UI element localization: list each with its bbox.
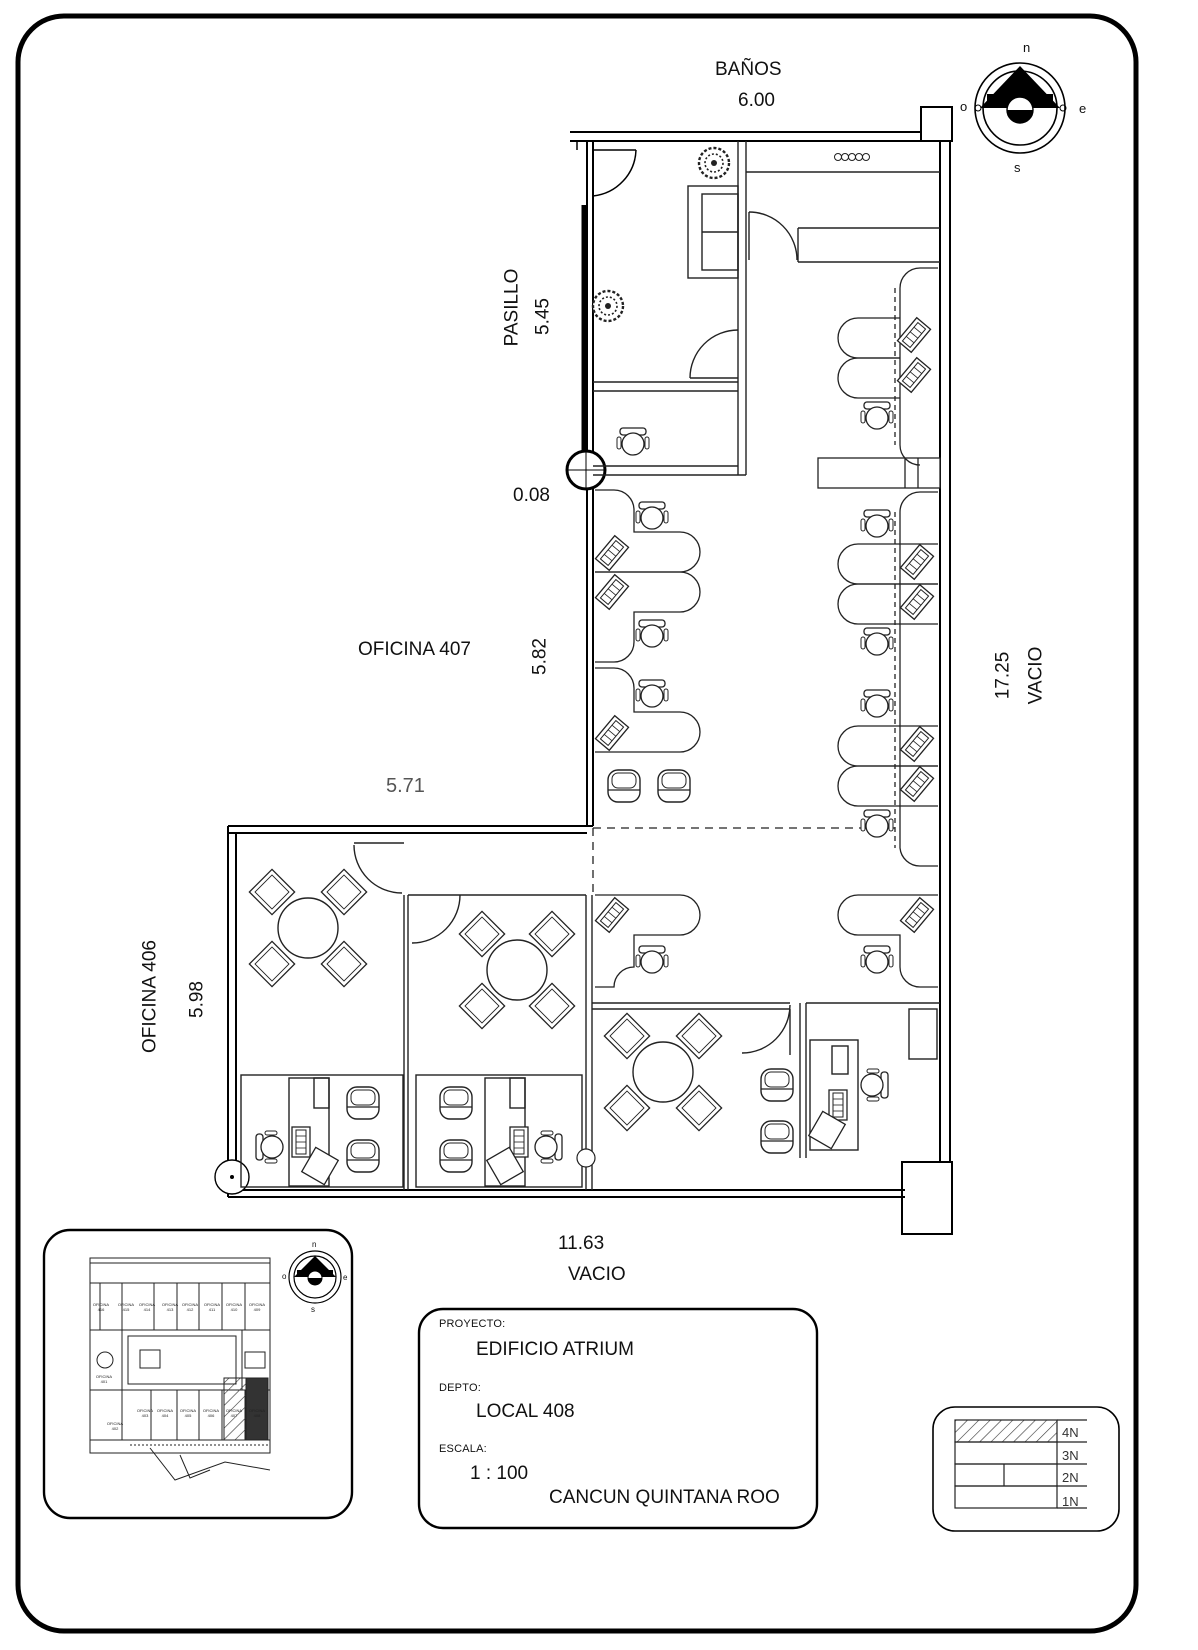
compass-icon	[974, 62, 1067, 154]
level-4n-label: 4N	[1062, 1425, 1079, 1440]
key-compass-o-label: o	[282, 1272, 287, 1281]
key-plan	[89, 1257, 271, 1481]
oficina-406-dimension: 5.98	[186, 981, 208, 1018]
proyecto-value: EDIFICIO ATRIUM	[476, 1339, 634, 1360]
office-chair-icon	[616, 427, 650, 456]
pasillo-label: PASILLO	[501, 268, 523, 347]
compass-e-label: e	[1079, 101, 1087, 116]
title-block	[417, 1307, 819, 1530]
location-value: CANCUN QUINTANA ROO	[549, 1487, 780, 1508]
column-dimension: 0.08	[513, 485, 550, 506]
oficina-407-label: OFICINA 407	[358, 639, 471, 660]
compass-n-label: n	[1023, 40, 1031, 55]
escala-value: 1 : 100	[470, 1463, 529, 1484]
depto-caption: DEPTO:	[439, 1382, 481, 1394]
south-dimension: 11.63	[558, 1233, 605, 1254]
key-plan-frame	[42, 1228, 354, 1520]
key-compass-s-label: s	[311, 1305, 315, 1314]
compass-s-label: s	[1014, 160, 1021, 175]
entry-door	[592, 149, 637, 197]
width-dimension: 5.71	[386, 775, 425, 797]
sheet-border	[15, 13, 1139, 1634]
escala-caption: ESCALA:	[439, 1443, 487, 1455]
private-offices	[240, 842, 940, 1190]
east-label: VACIO	[1025, 646, 1047, 705]
oficina-406-label: OFICINA 406	[139, 940, 161, 1053]
key-compass-n-label: n	[312, 1240, 317, 1249]
plant-icon	[591, 289, 625, 323]
plant-icon	[697, 146, 731, 180]
workstations	[592, 267, 941, 988]
pasillo-dimension: 5.45	[532, 298, 554, 335]
proyecto-caption: PROYECTO:	[439, 1318, 506, 1330]
level-indicator	[932, 1406, 1120, 1532]
reception-zone	[593, 141, 940, 476]
workstation-equipment	[594, 317, 935, 974]
banos-dimension: 6.00	[738, 90, 775, 111]
depto-value: LOCAL 408	[476, 1401, 575, 1422]
level-3n-label: 3N	[1062, 1448, 1079, 1463]
meeting-tables	[248, 868, 723, 1132]
oficina-407-dimension: 5.82	[529, 638, 551, 675]
key-compass-e-label: e	[343, 1273, 348, 1282]
compass-o-label: o	[960, 99, 968, 114]
office-furniture	[255, 1068, 889, 1186]
south-label: VACIO	[568, 1264, 626, 1285]
outer-walls	[227, 106, 953, 1235]
key-plan-compass-icon	[288, 1250, 342, 1304]
east-dimension: 17.25	[992, 651, 1014, 700]
level-1n-label: 1N	[1062, 1494, 1079, 1509]
level-2n-label: 2N	[1062, 1470, 1079, 1485]
level-stack	[954, 1419, 1087, 1509]
banos-label: BAÑOS	[715, 59, 782, 80]
